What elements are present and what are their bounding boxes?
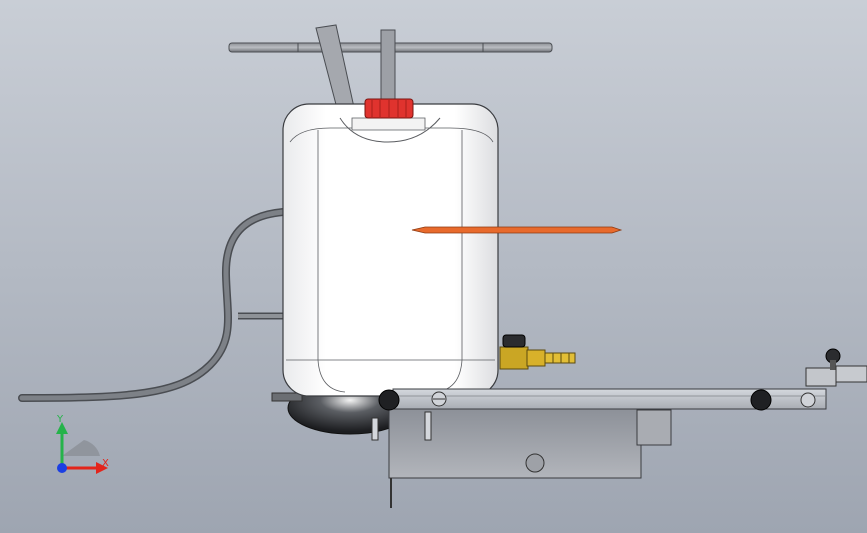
triad-plane	[62, 440, 100, 456]
frame-ring	[800, 392, 816, 408]
axis-triad	[56, 422, 108, 474]
frame-wheel-right	[750, 389, 772, 411]
hose	[19, 209, 286, 401]
sensor-pin	[424, 411, 432, 441]
pump-shaft	[271, 392, 303, 402]
level-probe	[411, 226, 623, 234]
x-axis-label: X	[102, 458, 109, 469]
frame-wheel-left	[378, 389, 400, 411]
y-axis-label: Y	[57, 414, 64, 425]
vertical-post	[380, 29, 396, 103]
z-axis-dot	[57, 463, 67, 473]
outlet-valve	[499, 334, 576, 370]
box-screw	[525, 453, 545, 473]
water-tank	[282, 103, 499, 397]
base-frame	[378, 388, 827, 411]
box-bracket	[636, 409, 672, 446]
nozzle-valve	[805, 348, 867, 387]
sensor-pin-left	[371, 417, 379, 441]
